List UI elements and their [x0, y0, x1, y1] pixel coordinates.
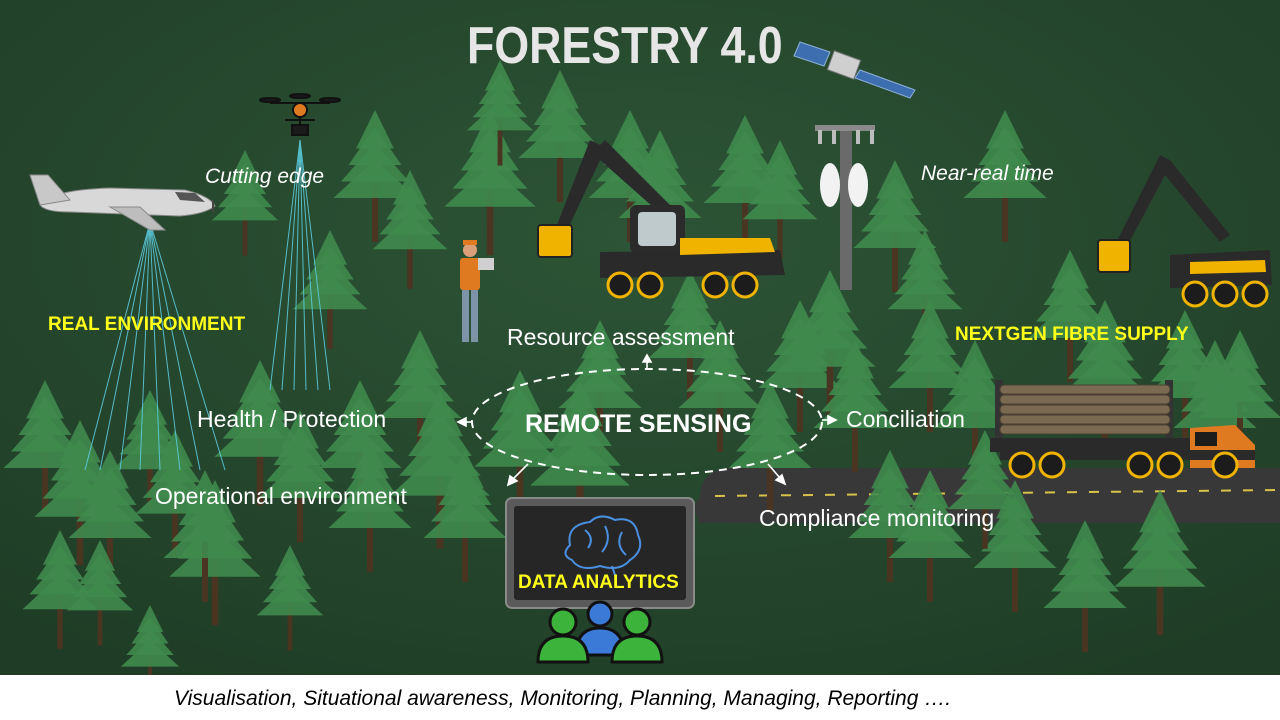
pine-tree	[947, 430, 1023, 549]
label-remote-sensing: REMOTE SENSING	[525, 410, 752, 438]
pine-tree	[518, 70, 602, 202]
harvester-icon	[537, 140, 785, 299]
drone-beams	[269, 139, 331, 391]
pine-tree	[66, 540, 134, 646]
pine-tree	[120, 605, 180, 675]
forwarder-icon	[1097, 155, 1272, 308]
brain-monitor-icon	[505, 497, 695, 609]
pine-tree	[728, 380, 812, 512]
pine-tree	[318, 380, 402, 512]
pine-tree	[888, 300, 972, 432]
label-conciliation: Conciliation	[846, 406, 965, 432]
pine-tree	[444, 110, 536, 256]
pine-tree	[466, 60, 534, 166]
label-resource-assessment: Resource assessment	[507, 324, 735, 350]
pine-tree	[22, 530, 98, 649]
pine-tree	[888, 470, 972, 602]
pine-tree	[474, 370, 566, 516]
pine-tree	[372, 170, 448, 289]
label-real-environment: REAL ENVIRONMENT	[48, 314, 246, 335]
forest-scene	[0, 0, 1280, 675]
pine-tree	[678, 320, 762, 452]
pine-tree	[1114, 490, 1206, 636]
label-near-real-time: Near-real time	[921, 162, 1054, 185]
pine-tree	[1198, 330, 1280, 462]
pine-tree	[256, 545, 324, 651]
label-nextgen-fibre-supply: NEXTGEN FIBRE SUPPLY	[955, 324, 1189, 345]
trees	[3, 60, 1280, 675]
label-cutting-edge: Cutting edge	[205, 165, 325, 188]
pine-tree	[742, 140, 818, 259]
label-compliance-monitoring: Compliance monitoring	[759, 505, 995, 531]
people-icon	[536, 600, 664, 664]
footer-text: Visualisation, Situational awareness, Mo…	[174, 687, 952, 710]
pine-tree	[1028, 250, 1112, 382]
log-truck-icon	[990, 380, 1255, 479]
pine-tree	[112, 390, 188, 509]
pine-tree	[887, 230, 963, 349]
airplane-icon	[29, 174, 216, 231]
pine-tree	[853, 160, 937, 292]
page-title: FORESTRY 4.0	[467, 17, 783, 75]
cell-tower-icon	[815, 125, 875, 290]
pine-tree	[328, 440, 412, 572]
pine-tree	[378, 330, 462, 462]
pine-tree	[211, 150, 279, 256]
label-health-protection: Health / Protection	[197, 406, 387, 432]
pine-tree	[1043, 520, 1127, 652]
forester-icon	[460, 240, 494, 342]
label-data-analytics: DATA ANALYTICS	[518, 572, 679, 593]
footer-bar: Visualisation, Situational awareness, Mo…	[0, 676, 1280, 720]
pine-tree	[963, 110, 1047, 242]
pine-tree	[163, 470, 247, 602]
airplane-beams	[84, 221, 226, 471]
pine-tree	[333, 110, 417, 242]
drone-icon	[259, 93, 341, 136]
pine-tree	[68, 450, 152, 582]
label-operational-environment: Operational environment	[155, 483, 407, 509]
pine-tree	[423, 450, 507, 582]
satellite-icon	[793, 41, 916, 99]
pine-tree	[530, 380, 630, 539]
remote-sensing-arrows	[456, 353, 838, 487]
road-marking	[714, 489, 1280, 497]
pine-tree	[258, 410, 342, 542]
